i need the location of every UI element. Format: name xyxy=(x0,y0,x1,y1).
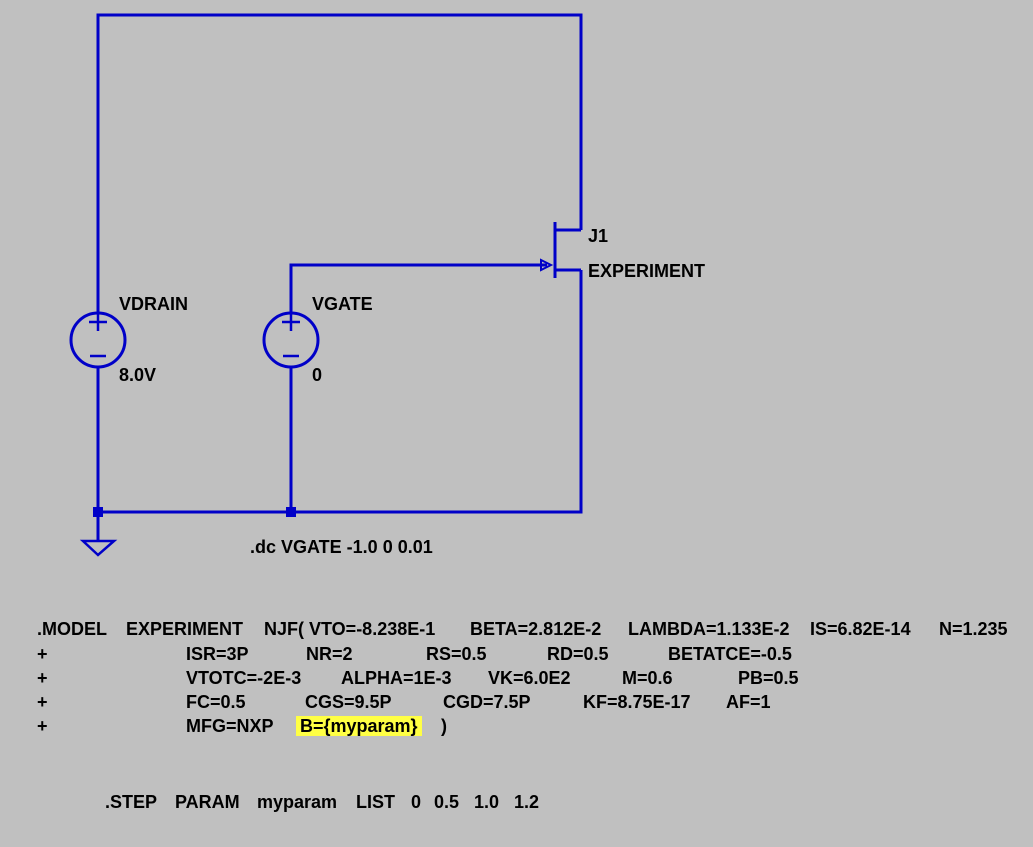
model-param: PB=0.5 xyxy=(738,668,799,688)
step-value: 1.2 xyxy=(514,792,540,812)
wire-source-return[interactable] xyxy=(96,270,583,514)
model-param: BETATCE=-0.5 xyxy=(668,644,792,664)
model-param: LAMBDA=1.133E-2 xyxy=(628,619,790,639)
vgate-source-symbol[interactable] xyxy=(262,311,320,369)
step-value: 0.5 xyxy=(434,792,460,812)
model-param: MFG=NXP xyxy=(186,716,274,736)
model-param: NJF( VTO=-8.238E-1 xyxy=(264,619,436,639)
model-param: ISR=3P xyxy=(186,644,249,664)
model-param: CGD=7.5P xyxy=(443,692,531,712)
j1-jfet-symbol[interactable] xyxy=(540,222,581,278)
vdrain-source-symbol[interactable] xyxy=(69,311,127,369)
step-token: PARAM xyxy=(175,792,240,812)
model-param: BETA=2.812E-2 xyxy=(470,619,602,639)
step-param-name: myparam xyxy=(257,792,338,812)
model-param: CGS=9.5P xyxy=(305,692,392,712)
step-value: 1.0 xyxy=(474,792,500,812)
model-param: RD=0.5 xyxy=(547,644,609,664)
ground-icon xyxy=(79,539,118,557)
junction-dot-vgate xyxy=(286,507,296,517)
model-continuation: + xyxy=(37,644,48,664)
model-param: M=0.6 xyxy=(622,668,673,688)
step-token: LIST xyxy=(356,792,395,812)
model-param: FC=0.5 xyxy=(186,692,246,712)
model-close-paren: ) xyxy=(441,716,447,736)
model-continuation: + xyxy=(37,692,48,712)
highlighted-param: B={myparam} xyxy=(296,716,422,736)
vgate-name-label[interactable]: VGATE xyxy=(312,294,373,314)
vdrain-name-label[interactable]: VDRAIN xyxy=(119,294,189,314)
model-keyword: .MODEL xyxy=(37,619,107,639)
model-param: N=1.235 xyxy=(939,619,1008,639)
model-continuation: + xyxy=(37,668,48,688)
model-param: IS=6.82E-14 xyxy=(810,619,911,639)
model-param: KF=8.75E-17 xyxy=(583,692,691,712)
wire-gate[interactable] xyxy=(289,263,547,313)
j1-model-label[interactable]: EXPERIMENT xyxy=(588,261,706,281)
vgate-value-label[interactable]: 0 xyxy=(312,365,323,385)
model-continuation: + xyxy=(37,716,48,736)
model-param: AF=1 xyxy=(726,692,771,712)
model-param: VK=6.0E2 xyxy=(488,668,571,688)
junction-dot-ground xyxy=(93,507,103,517)
vdrain-value-label[interactable]: 8.0V xyxy=(119,365,157,385)
step-keyword: .STEP xyxy=(105,792,158,812)
model-param: NR=2 xyxy=(306,644,353,664)
j1-name-label[interactable]: J1 xyxy=(588,226,609,246)
model-param: VTOTC=-2E-3 xyxy=(186,668,302,688)
model-param: ALPHA=1E-3 xyxy=(341,668,452,688)
wire-top-loop[interactable] xyxy=(96,13,583,313)
model-name: EXPERIMENT xyxy=(126,619,244,639)
step-value: 0 xyxy=(411,792,422,812)
dc-directive[interactable]: .dc VGATE -1.0 0 0.01 xyxy=(250,537,433,557)
model-param: RS=0.5 xyxy=(426,644,487,664)
